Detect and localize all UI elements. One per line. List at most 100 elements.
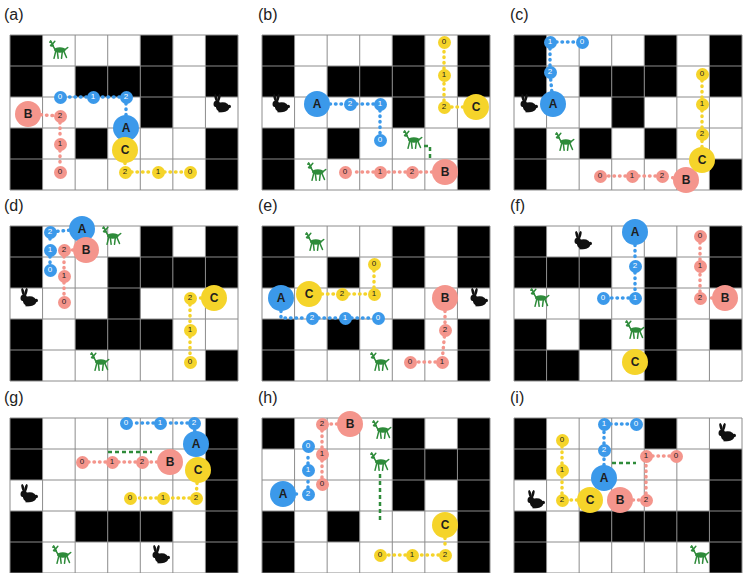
waypoint-dot: 0 <box>556 434 569 447</box>
agent-letter: B <box>82 244 91 256</box>
waypoint-dot: 2 <box>656 170 669 183</box>
wall-cell <box>677 511 710 542</box>
step-number: 0 <box>48 266 52 274</box>
wall-cell <box>514 35 547 66</box>
step-number: 2 <box>660 172 664 180</box>
waypoint-dot: 0 <box>44 264 57 277</box>
grid-line <box>676 418 677 573</box>
agent-letter: C <box>121 144 130 156</box>
grid-line <box>172 35 173 190</box>
wall-cell <box>579 319 612 350</box>
waypoint-dot: 0 <box>124 492 137 505</box>
grid-line <box>514 128 742 129</box>
step-number: 0 <box>598 172 602 180</box>
rabbit-icon <box>153 545 171 564</box>
step-number: 1 <box>700 100 704 108</box>
waypoint-dot: 1 <box>157 492 170 505</box>
grid-line <box>514 226 515 381</box>
plan-path <box>188 337 192 356</box>
grid-line <box>107 35 108 190</box>
grid-line <box>514 542 742 543</box>
wall-cell <box>457 66 490 97</box>
waypoint-dot: 0 <box>58 296 71 309</box>
grid-line <box>42 226 43 381</box>
grid-line <box>514 480 742 481</box>
plan-path <box>167 421 188 425</box>
wall-cell <box>709 480 742 511</box>
wall-cell <box>514 128 547 159</box>
agent-circle: A <box>270 481 296 507</box>
grid-line <box>42 418 43 573</box>
plan-path <box>306 453 310 464</box>
wall-cell <box>709 35 742 66</box>
grid-line <box>10 226 11 381</box>
step-number: 0 <box>378 551 382 559</box>
step-number: 2 <box>306 490 310 498</box>
waypoint-dot: 1 <box>152 166 165 179</box>
plan-path <box>644 463 648 494</box>
step-number: 1 <box>306 466 310 474</box>
waypoint-dot: 1 <box>694 260 707 273</box>
wall-cell <box>514 350 547 381</box>
plan-path <box>329 422 338 426</box>
grid-line <box>742 35 743 190</box>
agent-letter: B <box>721 292 730 304</box>
plan-path <box>443 538 447 549</box>
waypoint-dot: 1 <box>184 324 197 337</box>
grid-line <box>10 350 238 351</box>
deer-icon <box>371 353 389 371</box>
agent-letter: A <box>631 226 640 238</box>
waypoint-dot: 2 <box>696 128 709 141</box>
grid-line <box>359 35 360 190</box>
agent-circle: A <box>183 431 209 457</box>
plan-path <box>48 239 52 244</box>
wall-cell <box>108 319 141 350</box>
wall-cell <box>10 511 43 542</box>
waypoint-dot: 1 <box>556 464 569 477</box>
deer-icon <box>103 227 121 245</box>
step-number: 0 <box>698 232 702 240</box>
step-number: 1 <box>633 294 637 302</box>
grid-line <box>709 226 710 381</box>
wall-cell <box>262 511 295 542</box>
panel-label: (a) <box>4 6 24 24</box>
step-number: 1 <box>62 272 66 280</box>
waypoint-dot: 1 <box>316 448 329 461</box>
waypoint-dot: 1 <box>696 98 709 111</box>
wall-cell <box>457 350 490 381</box>
wall-cell <box>327 511 360 542</box>
step-number: 2 <box>320 420 324 428</box>
plan-path <box>62 283 66 296</box>
plan-path <box>170 496 190 500</box>
wall-cell <box>392 257 425 288</box>
agent-letter: C <box>631 356 640 368</box>
wall-cell <box>547 257 580 288</box>
step-number: 0 <box>80 458 84 466</box>
agent-letter: B <box>24 108 33 120</box>
waypoint-dot: 2 <box>302 488 315 501</box>
waypoint-dot: 0 <box>696 68 709 81</box>
wall-cell <box>644 288 677 319</box>
grid-line <box>457 418 458 573</box>
wall-cell <box>262 418 295 449</box>
step-number: 0 <box>58 93 62 101</box>
wall-cell <box>709 66 742 97</box>
wall-cell <box>644 66 677 97</box>
grid-ground <box>262 418 490 573</box>
agent-circle: A <box>268 285 294 311</box>
plan-path <box>319 316 339 320</box>
step-number: 2 <box>443 326 447 334</box>
grid-line <box>514 319 742 320</box>
wall-cell <box>75 511 108 542</box>
agent-circle: B <box>607 487 633 513</box>
waypoint-dot: 0 <box>76 456 89 469</box>
deer-icon <box>50 41 68 59</box>
grid-line <box>514 381 742 382</box>
plan-path <box>133 421 154 425</box>
plan-path <box>58 123 62 138</box>
grid-line <box>262 97 490 98</box>
step-number: 1 <box>343 314 347 322</box>
rabbit-icon <box>719 423 737 442</box>
wall-cell <box>262 542 295 573</box>
grid-line <box>140 418 141 573</box>
